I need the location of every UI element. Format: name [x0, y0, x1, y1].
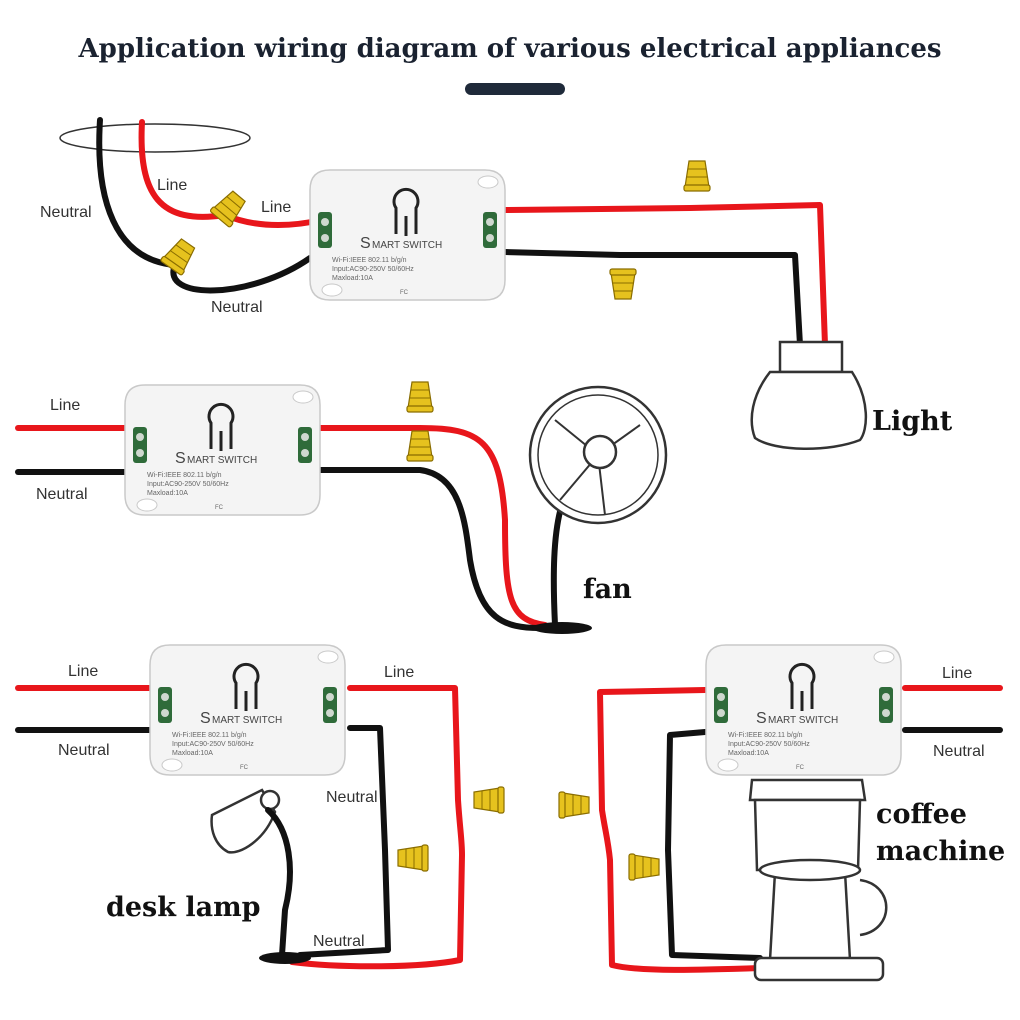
coffee-machine	[748, 778, 888, 982]
label-fan: fan	[583, 574, 632, 605]
smart-switch-2: S MART SWITCH Wi-Fi:IEEE 802.11 b/g/n In…	[123, 383, 322, 517]
label-neutral-1b: Neutral	[211, 299, 263, 316]
label-neutral-1a: Neutral	[40, 204, 92, 221]
light-bulb	[750, 340, 868, 450]
label-line-4: Line	[942, 665, 972, 682]
line-wire-out-2	[315, 425, 548, 628]
svg-text:MART SWITCH: MART SWITCH	[187, 455, 257, 466]
label-coffee-line2: machine	[876, 836, 1005, 867]
svg-text:FC: FC	[240, 765, 249, 771]
label-neutral-2: Neutral	[36, 486, 88, 503]
svg-text:FC: FC	[796, 765, 805, 771]
neutral-wire-in-1	[96, 117, 178, 268]
svg-text:Wi-Fi:IEEE 802.11 b/g/n: Wi-Fi:IEEE 802.11 b/g/n	[728, 732, 803, 739]
svg-text:Wi-Fi:IEEE 802.11 b/g/n: Wi-Fi:IEEE 802.11 b/g/n	[172, 732, 247, 739]
svg-text:Maxload:10A: Maxload:10A	[332, 275, 373, 282]
label-line-1b: Line	[261, 199, 291, 216]
svg-text:S: S	[175, 450, 186, 467]
svg-text:Input:AC90-250V 50/60Hz: Input:AC90-250V 50/60Hz	[332, 266, 414, 273]
label-light: Light	[872, 406, 953, 437]
svg-text:Input:AC90-250V 50/60Hz: Input:AC90-250V 50/60Hz	[728, 741, 810, 748]
smart-switch-3: S MART SWITCH Wi-Fi:IEEE 802.11 b/g/n In…	[148, 643, 347, 777]
svg-text:MART SWITCH: MART SWITCH	[212, 715, 282, 726]
wire-nut-3b	[397, 844, 429, 872]
wire-nut-1d	[609, 268, 637, 300]
label-line-1a: Line	[157, 177, 187, 194]
cable-entry-ring	[59, 123, 251, 153]
neutral-wire-out-2	[315, 467, 543, 631]
svg-text:FC: FC	[215, 505, 224, 511]
smart-switch-1: S MART SWITCH Wi-Fi:IEEE 802.11 b/g/n In…	[308, 168, 507, 302]
title-underline-bar	[465, 83, 565, 95]
svg-text:Maxload:10A: Maxload:10A	[147, 490, 188, 497]
label-line-3a: Line	[68, 663, 98, 680]
wire-nut-2a	[406, 381, 434, 413]
svg-text:Wi-Fi:IEEE 802.11 b/g/n: Wi-Fi:IEEE 802.11 b/g/n	[332, 257, 407, 264]
label-desk-lamp: desk lamp	[106, 892, 261, 923]
fan	[528, 385, 668, 634]
svg-text:S: S	[756, 710, 767, 727]
svg-text:S: S	[360, 235, 371, 252]
neutral-wire-out-4	[665, 729, 763, 961]
desk-lamp	[210, 788, 311, 964]
svg-text:FC: FC	[400, 290, 409, 296]
label-line-3b: Line	[384, 664, 414, 681]
svg-text:Input:AC90-250V 50/60Hz: Input:AC90-250V 50/60Hz	[147, 481, 229, 488]
svg-text:Maxload:10A: Maxload:10A	[172, 750, 213, 757]
label-neutral-4: Neutral	[933, 743, 985, 760]
label-neutral-3b: Neutral	[326, 789, 378, 806]
svg-text:S: S	[200, 710, 211, 727]
wire-nut-4a	[558, 791, 590, 819]
svg-text:MART SWITCH: MART SWITCH	[768, 715, 838, 726]
line-wire-in-1	[138, 119, 228, 220]
wire-nut-1b	[159, 235, 200, 277]
wire-nut-2b	[406, 430, 434, 462]
svg-text:Maxload:10A: Maxload:10A	[728, 750, 769, 757]
label-coffee-line1: coffee	[876, 799, 967, 830]
neutral-wire-out-1	[502, 249, 803, 348]
page-title: Application wiring diagram of various el…	[78, 34, 942, 64]
label-line-2: Line	[50, 397, 80, 414]
line-wire-to-switch-1	[222, 212, 323, 228]
svg-text:Input:AC90-250V 50/60Hz: Input:AC90-250V 50/60Hz	[172, 741, 254, 748]
svg-text:MART SWITCH: MART SWITCH	[372, 240, 442, 251]
smart-switch-4: S MART SWITCH Wi-Fi:IEEE 802.11 b/g/n In…	[704, 643, 903, 777]
wire-nut-4b	[628, 853, 660, 881]
line-wire-out-3	[289, 685, 465, 970]
svg-text:Wi-Fi:IEEE 802.11 b/g/n: Wi-Fi:IEEE 802.11 b/g/n	[147, 472, 222, 479]
neutral-wire-to-switch-1	[170, 255, 313, 294]
neutral-wire-out-3	[297, 725, 391, 958]
line-wire-out-4	[597, 687, 763, 973]
wire-nut-1c	[683, 160, 711, 192]
label-neutral-3c: Neutral	[313, 933, 365, 950]
label-neutral-3a: Neutral	[58, 742, 110, 759]
line-wire-out-1	[502, 202, 828, 348]
wire-nut-3a	[473, 786, 505, 814]
